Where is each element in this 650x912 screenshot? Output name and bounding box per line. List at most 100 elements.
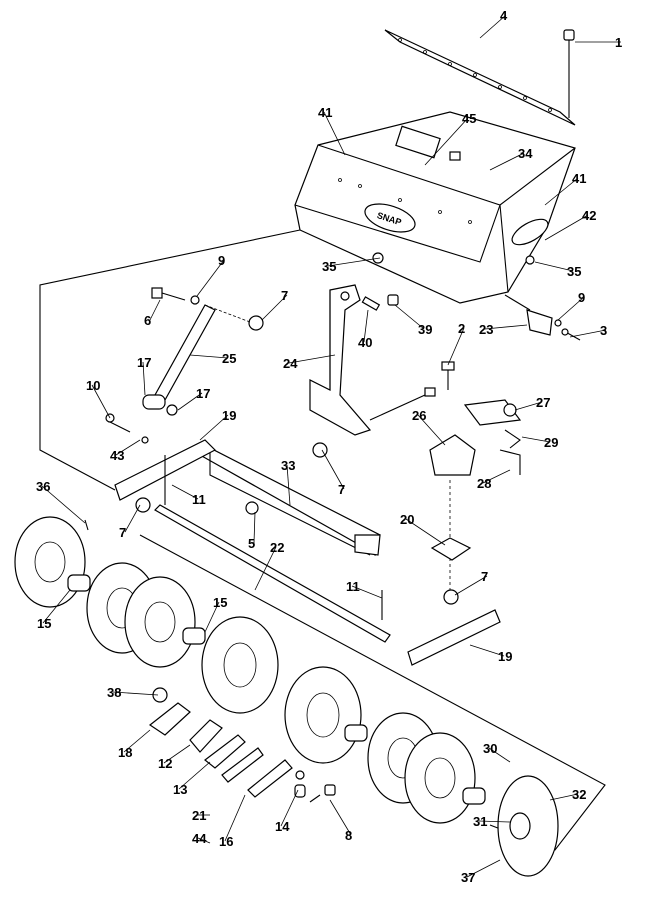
callout-c3: 3	[600, 323, 607, 338]
leader-c31	[478, 820, 511, 823]
callout-c41a: 41	[318, 105, 332, 120]
shaft	[154, 504, 391, 643]
callout-c14: 14	[275, 819, 290, 834]
screw-36	[84, 519, 89, 531]
leader-c17a	[142, 361, 146, 396]
callout-c35b: 35	[567, 264, 581, 279]
callout-c10: 10	[86, 378, 100, 393]
leader-c41a	[323, 111, 346, 156]
leader-c38	[112, 691, 159, 696]
disc-1	[14, 516, 86, 608]
leader-c26	[417, 414, 446, 446]
callout-c21: 21	[192, 808, 206, 823]
callout-c31: 31	[473, 814, 487, 829]
callout-c28: 28	[477, 476, 491, 491]
callout-c40: 40	[358, 335, 372, 350]
callout-c12: 12	[158, 756, 172, 771]
callout-c5: 5	[248, 536, 255, 551]
spacer-15b	[182, 627, 206, 645]
callout-c39: 39	[418, 322, 432, 337]
disc-7	[404, 732, 476, 824]
leader-c45	[424, 117, 469, 166]
callout-c17b: 17	[196, 386, 210, 401]
callout-leaders	[41, 14, 621, 878]
callout-c8: 8	[345, 828, 352, 843]
callout-c17a: 17	[137, 355, 151, 370]
callout-c6: 6	[144, 313, 151, 328]
leader-c34	[489, 152, 525, 171]
link-arm	[142, 287, 264, 416]
spacer-15a	[67, 574, 91, 592]
leader-c2	[447, 327, 465, 366]
leader-c5	[253, 511, 256, 544]
callout-c42: 42	[582, 208, 596, 223]
leader-c7c	[124, 504, 141, 533]
callout-c15b: 15	[213, 595, 227, 610]
leader-c9b	[557, 296, 585, 321]
deflector-plate	[384, 29, 576, 126]
callout-c38: 38	[107, 685, 121, 700]
leader-c33	[286, 464, 291, 506]
callout-c36: 36	[36, 479, 50, 494]
mount-plate	[430, 480, 472, 605]
long-bolt	[563, 29, 575, 118]
callout-c13: 13	[173, 782, 187, 797]
callout-c22: 22	[270, 540, 284, 555]
leader-c17b	[177, 392, 203, 411]
leader-c13	[178, 761, 211, 790]
nut-7	[135, 497, 151, 513]
leader-c40	[363, 309, 369, 343]
leader-c16	[224, 794, 246, 842]
leader-c7a	[261, 294, 288, 321]
callout-c24: 24	[283, 356, 298, 371]
spacer-5	[344, 724, 368, 742]
leader-c23	[484, 324, 528, 330]
leader-c28	[482, 469, 511, 484]
callout-c1: 1	[615, 35, 622, 50]
disc-4	[201, 616, 279, 714]
callout-c41b: 41	[572, 171, 586, 186]
callout-c27: 27	[536, 395, 550, 410]
callout-c32: 32	[572, 787, 586, 802]
brand-logo: SNAP	[364, 203, 416, 233]
callout-c7a: 7	[281, 288, 288, 303]
callout-c23: 23	[479, 322, 493, 337]
spacer-6	[462, 787, 486, 805]
leader-c4	[479, 14, 507, 39]
leader-c18	[123, 729, 151, 753]
leader-c32	[549, 793, 579, 801]
leader-c11a	[171, 484, 199, 500]
leader-c11b	[351, 585, 383, 599]
leader-c22	[254, 546, 277, 591]
leader-c42	[544, 214, 589, 241]
assembly-boundary	[39, 229, 301, 491]
callout-c16: 16	[219, 834, 233, 849]
leader-c8	[329, 799, 352, 836]
disc-end	[497, 775, 559, 877]
callout-c29: 29	[544, 435, 558, 450]
callout-c4: 4	[500, 8, 508, 23]
leader-c30	[488, 747, 511, 763]
callout-c15a: 15	[37, 616, 51, 631]
callout-c19b: 19	[498, 649, 512, 664]
leader-c35a	[327, 257, 381, 267]
leader-c19b	[469, 644, 505, 657]
scraper-assembly	[148, 687, 336, 803]
leader-c10	[91, 384, 111, 419]
leader-c27	[514, 401, 543, 411]
leader-c14	[280, 789, 299, 827]
leader-c24	[288, 354, 336, 364]
brand-logo-side	[511, 218, 549, 246]
leader-c35b	[534, 261, 574, 272]
callout-c43: 43	[110, 448, 124, 463]
leader-c25	[189, 354, 229, 359]
callout-c25: 25	[222, 351, 236, 366]
leader-c37	[466, 859, 501, 878]
leader-c6	[149, 299, 161, 321]
leader-c39	[394, 304, 425, 330]
callout-c19a: 19	[222, 408, 236, 423]
callout-c7b: 7	[338, 482, 345, 497]
callout-c30: 30	[483, 741, 497, 756]
